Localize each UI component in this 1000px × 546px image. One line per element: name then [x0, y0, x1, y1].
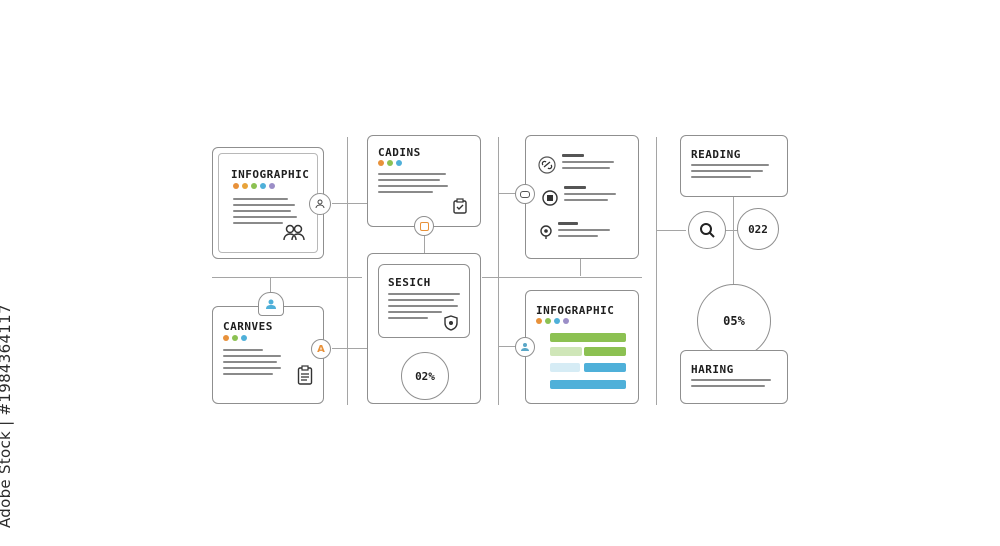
color-dots	[378, 160, 402, 166]
orange-dot	[378, 160, 384, 166]
orange-dot	[536, 318, 542, 324]
sesich-inner-frame: SESICH	[378, 264, 470, 338]
connector-line	[212, 277, 362, 278]
haring-card: HARING	[680, 350, 788, 404]
color-dots	[536, 318, 569, 324]
orange-dot	[223, 335, 229, 341]
document-icon	[297, 365, 313, 385]
cadins-card: CADINS	[367, 135, 481, 227]
progress-bar	[584, 347, 626, 356]
purple-dot	[563, 318, 569, 324]
progress-bar	[550, 333, 626, 342]
blue-dot	[554, 318, 560, 324]
green-dot	[251, 183, 257, 189]
card-title: CARNVES	[223, 320, 273, 333]
connector-line	[270, 277, 271, 297]
count-node: 022	[737, 208, 779, 250]
percent-node-large: 05%	[697, 284, 771, 358]
orange-square-node	[414, 216, 434, 236]
text-placeholder	[562, 154, 614, 169]
carnves-card: CARNVES	[212, 306, 324, 404]
users-icon	[283, 223, 305, 241]
connector-line	[424, 225, 425, 255]
connector-line	[720, 230, 745, 231]
orange-dot	[233, 183, 239, 189]
connector-line	[656, 137, 657, 405]
person-icon	[266, 299, 276, 309]
color-dots	[233, 183, 275, 189]
user-icon-node	[515, 337, 535, 357]
user-icon	[521, 343, 529, 351]
connector-line	[498, 193, 525, 194]
connector-line	[332, 203, 367, 204]
reading-card: READING	[680, 135, 788, 197]
sesich-card: SESICH	[367, 253, 481, 349]
clipboard-icon	[452, 198, 468, 214]
connector-line	[498, 346, 525, 347]
text-placeholder	[388, 293, 460, 319]
toggle-icon-node	[515, 184, 535, 204]
progress-bar	[550, 363, 580, 372]
shield-icon	[443, 315, 459, 331]
green-dot	[545, 318, 551, 324]
link-icon	[538, 156, 556, 174]
blue-dot	[260, 183, 266, 189]
green-dot	[232, 335, 238, 341]
card-title: SESICH	[388, 276, 431, 289]
square-icon	[419, 221, 429, 231]
user-icon-node	[309, 193, 331, 215]
blue-dot	[396, 160, 402, 166]
search-icon	[700, 223, 715, 238]
progress-bar	[550, 347, 582, 356]
card-title: INFOGRAPHIC	[536, 304, 615, 317]
infographic-card-bottom: INFOGRAPHIC	[525, 290, 639, 404]
badge-icon	[542, 190, 558, 206]
card-title: INFOGRAPHIC	[231, 168, 310, 181]
search-node	[688, 211, 726, 249]
progress-bar	[550, 380, 626, 389]
green-dot	[387, 160, 393, 166]
progress-bar	[584, 363, 626, 372]
text-placeholder	[691, 164, 769, 178]
text-placeholder	[233, 198, 297, 224]
person-badge-node	[258, 292, 284, 316]
connector-line	[580, 258, 581, 276]
card-title: HARING	[691, 363, 734, 376]
percent-value: 05%	[723, 314, 745, 328]
connector-line	[498, 137, 499, 405]
text-placeholder	[378, 173, 448, 193]
purple-dot	[269, 183, 275, 189]
text-placeholder	[691, 379, 771, 387]
text-placeholder	[558, 222, 610, 237]
color-dots	[223, 335, 247, 341]
user-icon	[315, 199, 325, 209]
blue-dot	[241, 335, 247, 341]
icon-list-card	[525, 135, 639, 259]
connector-line	[482, 277, 642, 278]
text-placeholder	[223, 349, 281, 375]
connector-line	[733, 196, 734, 286]
connector-line	[332, 348, 367, 349]
orange-dot	[242, 183, 248, 189]
text-placeholder	[564, 186, 616, 201]
percent-node: 02%	[401, 352, 449, 400]
card-title: READING	[691, 148, 741, 161]
infographic-card-top: INFOGRAPHIC	[212, 147, 324, 259]
location-icon	[538, 224, 554, 240]
card-title: CADINS	[378, 146, 421, 159]
count-value: 022	[748, 222, 768, 236]
connector-line	[656, 230, 686, 231]
watermark: Adobe Stock | #1984364117	[0, 304, 14, 528]
toggle-icon	[520, 190, 530, 198]
connector-line	[347, 137, 348, 405]
percent-value: 02%	[415, 369, 435, 383]
letter-a-node: A	[311, 339, 331, 359]
letter-a-icon: A	[317, 343, 325, 355]
